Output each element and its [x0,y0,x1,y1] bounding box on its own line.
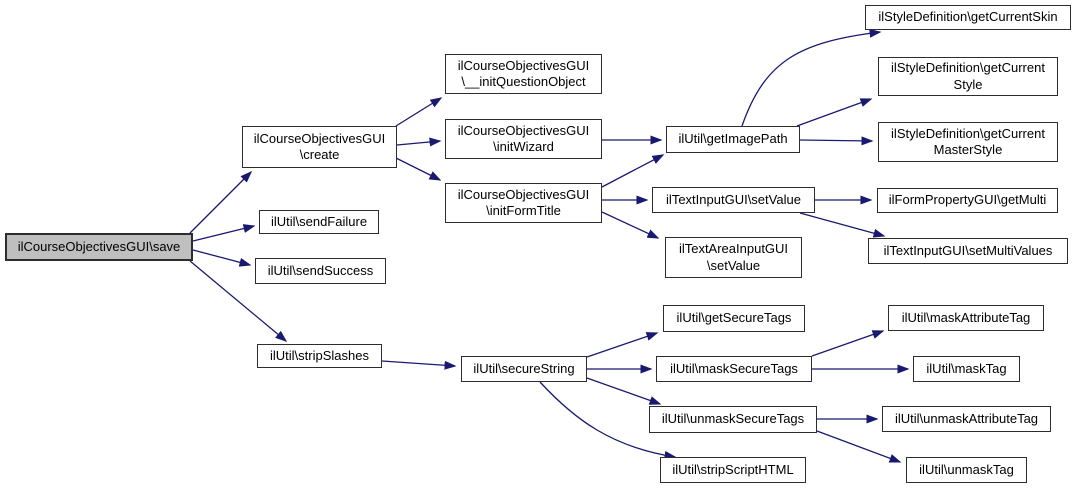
node-unmask-attribute-tag[interactable]: ilUtil\unmaskAttributeTag [882,406,1051,432]
node-label-line: ilUtil\maskTag [926,360,1007,376]
node-label-line: ilUtil\maskSecureTags [670,360,798,376]
node-send-failure[interactable]: ilUtil\sendFailure [259,210,379,234]
node-get-current-style[interactable]: ilStyleDefinition\getCurrent Style [878,57,1058,96]
edge-save-send-failure [192,224,256,242]
edge-text-input-set-value-set-multi-values [799,212,886,238]
node-label-line: MasterStyle [933,142,1003,157]
node-mask-attribute-tag[interactable]: ilUtil\maskAttributeTag [888,305,1044,331]
edge-save-create [189,170,253,234]
edge-create-init-wizard [396,137,442,147]
edge-get-image-path-get-current-skin [741,28,882,127]
edge-mask-secure-tags-mask-attribute-tag [811,330,885,357]
node-save: ilCourseObjectivesGUI\save [5,233,193,261]
node-get-image-path[interactable]: ilUtil\getImagePath [666,126,800,153]
edge-unmask-secure-tags-unmask-tag [816,430,902,463]
edge-secure-string-unmask-secure-tags [586,377,662,405]
node-label-line: ilUtil\sendSuccess [267,262,374,278]
edge-secure-string-strip-script-html [539,381,677,460]
node-label-line: ilCourseObjectivesGUI [457,122,590,138]
node-label-line: ilTextInputGUI\setMultiValues [883,242,1053,258]
node-label-line: ilUtil\getImagePath [678,131,788,147]
node-label-line: ilTextAreaInputGUI [678,241,789,257]
edge-save-strip-slashes [189,260,288,342]
node-text-area-set-value[interactable]: ilTextAreaInputGUI \setValue [665,237,802,278]
node-label-line: Style [953,76,983,92]
edge-create-init-form-title [395,157,442,181]
node-label-line: ilUtil\stripSlashes [270,347,369,363]
node-text-input-set-value[interactable]: ilTextInputGUI\setValue [652,187,815,213]
node-init-form-title[interactable]: ilCourseObjectivesGUI \initFormTitle [445,183,602,223]
node-strip-script-html[interactable]: ilUtil\stripScriptHTML [660,457,806,483]
node-label-line: ilUtil\maskAttributeTag [901,309,1031,325]
node-label-line: ilTextInputGUI\setValue [666,191,801,207]
node-strip-slashes[interactable]: ilUtil\stripSlashes [257,344,382,368]
node-label-line: \__initQuestionObject [461,74,586,89]
edge-init-form-title-get-image-path [601,154,665,188]
node-label-line: \create [299,147,340,162]
node-mask-tag[interactable]: ilUtil\maskTag [913,356,1020,382]
node-label-line: \initFormTitle [486,203,561,218]
node-get-multi[interactable]: ilFormPropertyGUI\getMulti [877,188,1058,213]
node-secure-string[interactable]: ilUtil\secureString [461,356,587,382]
node-init-wizard[interactable]: ilCourseObjectivesGUI \initWizard [445,119,602,159]
node-label-line: ilUtil\unmaskSecureTags [661,411,805,427]
edge-save-send-success [192,249,252,267]
node-set-multi-values[interactable]: ilTextInputGUI\setMultiValues [868,238,1068,264]
edge-init-form-title-text-area-set-value [601,211,660,239]
node-label-line: ilUtil\secureString [473,360,575,376]
node-send-success[interactable]: ilUtil\sendSuccess [255,258,386,284]
node-label-line: ilStyleDefinition\getCurrentSkin [878,9,1058,25]
node-get-current-master-style[interactable]: ilStyleDefinition\getCurrent MasterStyle [878,122,1058,162]
node-label-line: ilUtil\getSecureTags [676,310,792,326]
edge-get-image-path-get-current-master-style [799,136,874,146]
node-get-secure-tags[interactable]: ilUtil\getSecureTags [663,305,805,332]
node-label-line: ilUtil\sendFailure [270,213,368,229]
node-create[interactable]: ilCourseObjectivesGUI \create [242,126,397,168]
node-unmask-secure-tags[interactable]: ilUtil\unmaskSecureTags [649,406,817,433]
edge-strip-slashes-secure-string [381,360,457,370]
node-unmask-tag[interactable]: ilUtil\unmaskTag [906,457,1027,483]
node-label-line: \initWizard [493,139,554,154]
edge-create-init-question-object [395,97,443,127]
node-get-current-skin[interactable]: ilStyleDefinition\getCurrentSkin [865,5,1071,30]
node-label-line: ilCourseObjectivesGUI [457,57,590,73]
edge-get-image-path-get-current-style [796,98,873,127]
node-label-line: ilStyleDefinition\getCurrent [891,60,1045,76]
node-label-line: ilStyleDefinition\getCurrent [891,125,1045,141]
node-label-line: ilUtil\stripScriptHTML [672,461,794,477]
node-label-line: ilCourseObjectivesGUI [457,186,590,202]
node-label-line: \setValue [706,257,761,273]
node-mask-secure-tags[interactable]: ilUtil\maskSecureTags [656,356,812,382]
edge-secure-string-get-secure-tags [586,332,659,358]
node-label-line: ilUtil\unmaskAttributeTag [894,410,1039,426]
node-label-line: ilCourseObjectivesGUI [253,130,386,146]
node-init-question-object[interactable]: ilCourseObjectivesGUI \__initQuestionObj… [445,54,602,94]
node-label-line: ilCourseObjectivesGUI\save [17,238,181,254]
node-label-line: ilUtil\unmaskTag [919,461,1014,477]
node-label-line: ilFormPropertyGUI\getMulti [888,192,1047,208]
